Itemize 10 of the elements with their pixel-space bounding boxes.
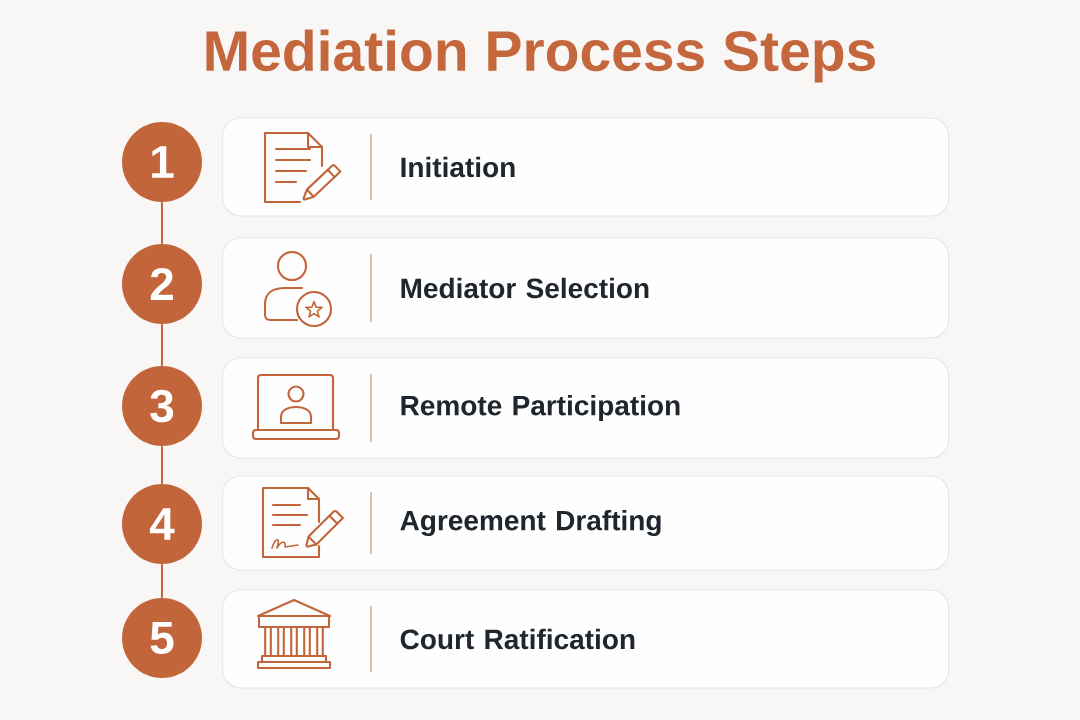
step-card: Court Ratification: [222, 589, 950, 689]
step-card: Agreement Drafting: [222, 475, 950, 571]
title: Mediation Process Steps: [206, 29, 875, 83]
step-card: Mediator Selection: [222, 237, 950, 339]
step-card: Remote Participation: [222, 357, 950, 459]
step-card: Initiation: [222, 117, 950, 217]
connector-line: [161, 201, 163, 245]
connector-line: [161, 563, 163, 599]
connector-line: [161, 445, 163, 485]
connector-line: [161, 323, 163, 367]
